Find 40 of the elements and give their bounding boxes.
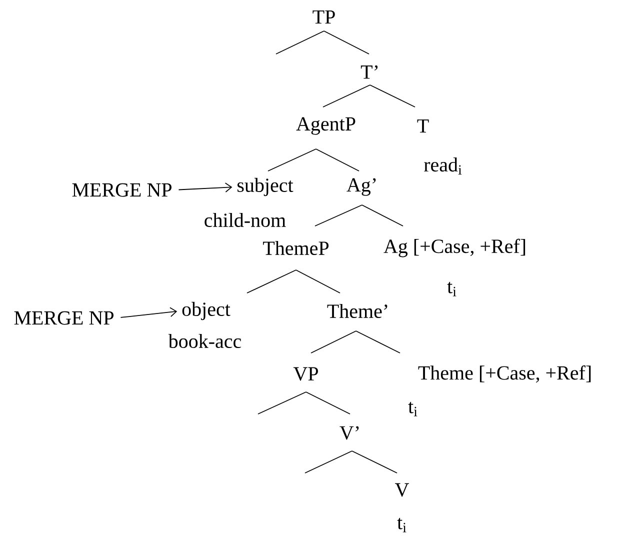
tree-branch	[370, 84, 416, 108]
tree-label: V	[395, 483, 409, 497]
tree-label: VP	[293, 367, 318, 381]
tree-branch	[268, 148, 316, 172]
tree-label: AgentP	[296, 117, 356, 135]
tree-label: V’	[340, 426, 359, 440]
tree-branch	[314, 204, 362, 226]
tree-branch	[258, 392, 306, 414]
tree-label: T	[417, 119, 429, 133]
arrow	[178, 182, 232, 192]
tree-branch	[306, 392, 350, 414]
tree-label: Theme [+Case, +Ref]	[418, 365, 591, 383]
lexical-item: read$_{i}$	[424, 158, 462, 174]
tree-label: Ag’	[346, 178, 376, 196]
tree-label: Theme’	[327, 304, 388, 318]
tree-label: ThemeP	[263, 240, 329, 256]
tree-branch	[316, 148, 360, 172]
tree-label: subject	[238, 178, 294, 196]
tree-branch	[296, 270, 340, 294]
arrow	[120, 307, 178, 318]
tree-branch	[246, 270, 296, 294]
tree-label: TP	[312, 10, 335, 24]
tree-branch	[276, 30, 324, 54]
tree-branch	[324, 30, 370, 54]
tree-branch	[356, 330, 400, 354]
merge-label: MERGE NP	[14, 311, 114, 325]
lexical-item: t$_{i}$	[408, 402, 418, 416]
tree-branch	[322, 84, 370, 108]
tree-branch	[304, 450, 352, 474]
tree-branch	[352, 450, 398, 474]
lexical-item: t$_{i}$	[447, 282, 456, 296]
tree-label: Ag [+Case, +Ref]	[384, 238, 526, 258]
tree-branch	[362, 204, 404, 226]
tree-branch	[310, 330, 356, 354]
lexical-item: child-nom	[204, 212, 286, 228]
lexical-item: t$_{i}$	[397, 518, 406, 532]
merge-label: MERGE NP	[72, 183, 172, 197]
tree-label: object	[182, 302, 230, 320]
lexical-item: book-acc	[168, 334, 242, 348]
tree-label: T’	[360, 65, 378, 79]
